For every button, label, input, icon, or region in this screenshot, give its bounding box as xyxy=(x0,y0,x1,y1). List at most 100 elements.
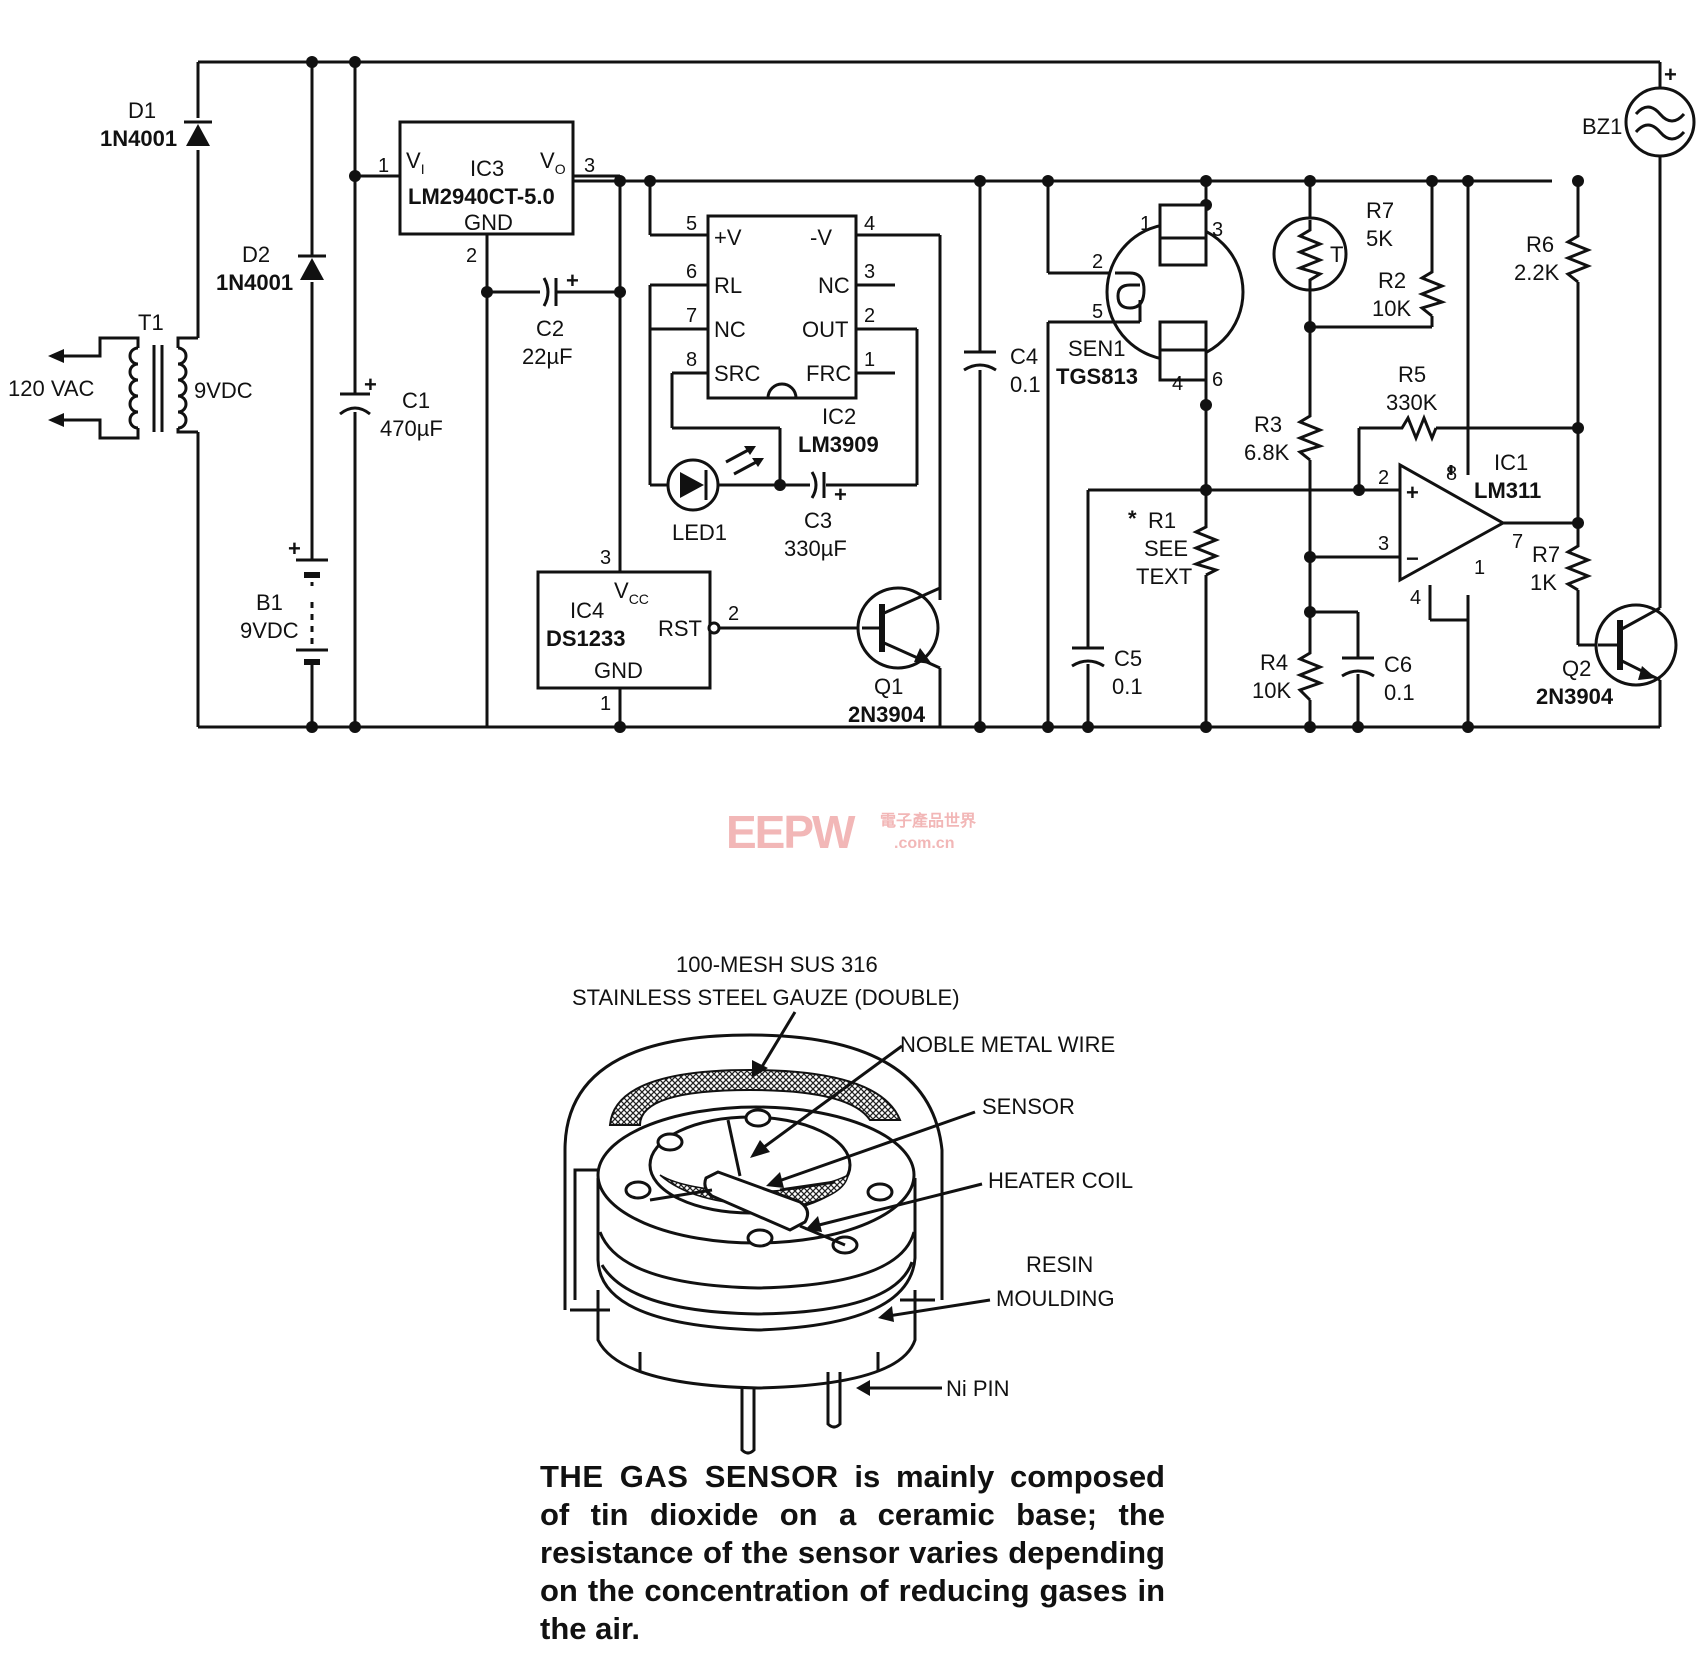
svg-text:TEXT: TEXT xyxy=(1136,564,1192,589)
capacitor-c1: + C1 470µF xyxy=(339,372,443,441)
svg-text:C4: C4 xyxy=(1010,344,1038,369)
svg-text:Ni PIN: Ni PIN xyxy=(946,1376,1010,1401)
thermistor-r7: T R7 5K xyxy=(1272,198,1394,292)
svg-text:1: 1 xyxy=(378,155,389,177)
svg-text:2N3904: 2N3904 xyxy=(1536,684,1614,709)
svg-text:+V: +V xyxy=(714,225,742,250)
svg-text:9VDC: 9VDC xyxy=(194,378,253,403)
svg-text:D2: D2 xyxy=(242,242,270,267)
svg-text:TGS813: TGS813 xyxy=(1056,364,1138,389)
svg-text:3: 3 xyxy=(600,547,611,569)
svg-text:2: 2 xyxy=(466,245,477,267)
svg-text:1: 1 xyxy=(864,349,875,371)
gas-sensor-sen1: 1 3 2 5 4 6 SEN1 TGS813 xyxy=(1056,203,1245,395)
svg-text:R7: R7 xyxy=(1532,542,1560,567)
diode-d1: D1 1N4001 xyxy=(100,98,212,151)
figure-caption: THE GAS SENSOR is mainly composed of tin… xyxy=(540,1458,1165,1648)
svg-text:+: + xyxy=(1664,62,1677,87)
svg-text:Q1: Q1 xyxy=(874,674,903,699)
svg-text:4: 4 xyxy=(864,213,875,235)
svg-text:SRC: SRC xyxy=(714,361,761,386)
svg-text:2N3904: 2N3904 xyxy=(848,702,926,727)
svg-text:+: + xyxy=(1406,480,1419,505)
capacitor-c2: + C2 22µF xyxy=(522,268,579,369)
resistor-r3: R3 6.8K xyxy=(1244,410,1325,465)
svg-text:RESIN: RESIN xyxy=(1026,1252,1093,1277)
svg-text:2: 2 xyxy=(1378,467,1389,489)
flasher-ic2: 5 6 7 8 4 3 2 1 +V RL NC SRC -V NC OUT F… xyxy=(686,213,879,457)
regulator-ic3: 1 3 2 VI IC3 VO LM2940CT-5.0 GND xyxy=(378,120,595,267)
svg-text:IC4: IC4 xyxy=(570,598,604,623)
resistor-r4: R4 10K xyxy=(1252,647,1325,703)
svg-text:8: 8 xyxy=(686,349,697,371)
svg-text:C2: C2 xyxy=(536,316,564,341)
svg-text:LM2940CT-5.0: LM2940CT-5.0 xyxy=(408,184,555,209)
svg-text:2: 2 xyxy=(864,305,875,327)
svg-text:D1: D1 xyxy=(128,98,156,123)
svg-text:OUT: OUT xyxy=(802,317,848,342)
svg-text:VI: VI xyxy=(406,148,425,177)
svg-text:R1: R1 xyxy=(1148,508,1176,533)
svg-text:10K: 10K xyxy=(1372,296,1411,321)
svg-text:FRC: FRC xyxy=(806,361,851,386)
resistor-r6: R6 2.2K xyxy=(1514,230,1593,285)
svg-text:MOULDING: MOULDING xyxy=(996,1286,1115,1311)
svg-text:Q2: Q2 xyxy=(1562,656,1591,681)
svg-text:NC: NC xyxy=(714,317,746,342)
svg-text:+: + xyxy=(288,536,301,561)
svg-text:*: * xyxy=(1128,506,1137,531)
svg-text:EEPW: EEPW xyxy=(726,806,856,858)
svg-text:GND: GND xyxy=(594,658,643,683)
svg-text:1N4001: 1N4001 xyxy=(216,270,293,295)
capacitor-c6: C6 0.1 xyxy=(1341,652,1415,705)
buzzer-bz1: + BZ1 xyxy=(1582,62,1696,158)
svg-text:-V: -V xyxy=(810,225,832,250)
watermark: EEPW 電子產品世界 .com.cn xyxy=(726,806,976,858)
svg-text:C1: C1 xyxy=(402,388,430,413)
resistor-r1: * R1 SEE TEXT xyxy=(1128,506,1221,589)
junction-dots xyxy=(306,56,1584,733)
svg-text:LM311: LM311 xyxy=(1474,478,1541,503)
svg-text:470µF: 470µF xyxy=(380,416,443,441)
svg-text:SEN1: SEN1 xyxy=(1068,336,1125,361)
svg-text:R7: R7 xyxy=(1366,198,1394,223)
svg-text:3: 3 xyxy=(864,261,875,283)
svg-text:C6: C6 xyxy=(1384,652,1412,677)
svg-text:SEE: SEE xyxy=(1144,536,1188,561)
svg-text:3: 3 xyxy=(1212,219,1223,241)
svg-text:NOBLE METAL WIRE: NOBLE METAL WIRE xyxy=(900,1032,1115,1057)
svg-text:+: + xyxy=(364,372,377,397)
svg-text:BZ1: BZ1 xyxy=(1582,114,1622,139)
svg-text:1: 1 xyxy=(600,693,611,715)
svg-text:+: + xyxy=(566,268,579,293)
svg-text:8: 8 xyxy=(1446,463,1457,485)
svg-text:5K: 5K xyxy=(1366,226,1393,251)
svg-text:R6: R6 xyxy=(1526,232,1554,257)
svg-text:7: 7 xyxy=(1512,531,1523,553)
svg-text:5: 5 xyxy=(686,213,697,235)
svg-text:RL: RL xyxy=(714,273,742,298)
led-led1: LED1 xyxy=(666,446,764,545)
svg-text:LM3909: LM3909 xyxy=(798,432,879,457)
gas-sensor-cutaway-drawing: 100-MESH SUS 316 STAINLESS STEEL GAUZE (… xyxy=(563,952,1133,1455)
caption-lead: THE GAS SENSOR xyxy=(540,1459,839,1494)
svg-text:VCC: VCC xyxy=(614,578,649,607)
svg-text:−: − xyxy=(1406,546,1419,571)
svg-text:100-MESH SUS 316: 100-MESH SUS 316 xyxy=(676,952,878,977)
svg-text:0.1: 0.1 xyxy=(1112,674,1143,699)
transistor-q1: Q1 2N3904 xyxy=(848,586,941,727)
wiring xyxy=(196,60,1662,729)
svg-text:2: 2 xyxy=(728,603,739,625)
transistor-q2: Q2 2N3904 xyxy=(1536,603,1678,709)
svg-text:2: 2 xyxy=(1092,251,1103,273)
svg-text:22µF: 22µF xyxy=(522,344,573,369)
svg-text:10K: 10K xyxy=(1252,678,1291,703)
svg-text:4: 4 xyxy=(1410,587,1421,609)
svg-text:1: 1 xyxy=(1140,213,1151,235)
svg-text:1K: 1K xyxy=(1530,570,1557,595)
svg-text:7: 7 xyxy=(686,305,697,327)
capacitor-c5: C5 0.1 xyxy=(1071,646,1143,699)
svg-text:電子產品世界: 電子產品世界 xyxy=(880,811,976,830)
battery-b1: + B1 9VDC xyxy=(240,536,328,665)
svg-text:330K: 330K xyxy=(1386,390,1438,415)
